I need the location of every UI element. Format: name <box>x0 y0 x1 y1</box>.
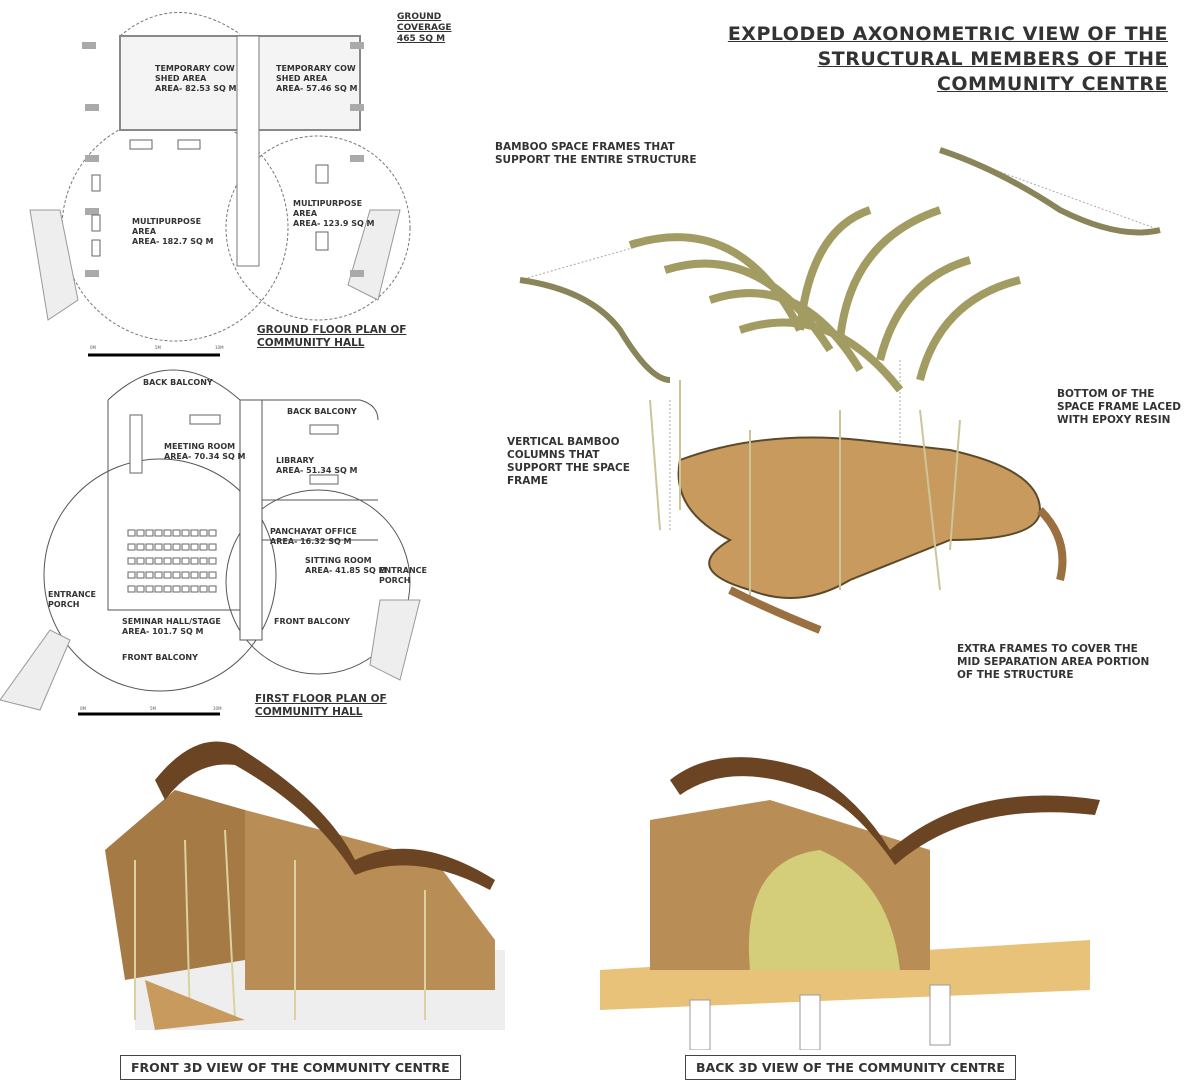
seat <box>154 557 163 565</box>
ground-plan-drawing <box>29 12 411 357</box>
seat <box>136 571 145 579</box>
scale-5: 5M <box>155 345 161 350</box>
back-view-caption: BACK 3D VIEW OF THE COMMUNITY CENTRE <box>685 1055 1016 1080</box>
seat <box>163 529 172 537</box>
seat <box>136 543 145 551</box>
scale-10: 10M <box>213 706 222 711</box>
seat <box>154 571 163 579</box>
seat <box>199 557 208 565</box>
label-back-balcony-2: BACK BALCONY <box>287 407 357 416</box>
seat <box>136 585 145 593</box>
scale-0: 0M <box>80 706 86 711</box>
scale-0: 0M <box>90 345 96 350</box>
seat <box>181 585 190 593</box>
seat <box>208 571 217 579</box>
seat <box>163 557 172 565</box>
seat <box>172 571 181 579</box>
seat <box>127 571 136 579</box>
label-front-balcony-2: FRONT BALCONY <box>274 617 350 626</box>
seat <box>172 585 181 593</box>
label-front-balcony-1: FRONT BALCONY <box>122 653 198 662</box>
seat <box>163 571 172 579</box>
first-plan-drawing <box>0 369 421 716</box>
seat <box>181 543 190 551</box>
seat <box>181 529 190 537</box>
seat <box>190 529 199 537</box>
seat <box>190 585 199 593</box>
seat <box>199 585 208 593</box>
seat <box>172 543 181 551</box>
seat <box>181 571 190 579</box>
back-3d-view <box>600 757 1100 1050</box>
seat <box>208 585 217 593</box>
seat <box>163 543 172 551</box>
seat <box>190 571 199 579</box>
seat <box>181 557 190 565</box>
seat <box>154 543 163 551</box>
seat <box>154 529 163 537</box>
seat <box>208 543 217 551</box>
seat <box>172 529 181 537</box>
seat <box>172 557 181 565</box>
seat <box>127 557 136 565</box>
seat <box>199 571 208 579</box>
seat <box>190 543 199 551</box>
seat <box>145 571 154 579</box>
scale-5: 5M <box>150 706 156 711</box>
seat <box>145 543 154 551</box>
seat <box>199 543 208 551</box>
seat <box>127 585 136 593</box>
front-view-caption: FRONT 3D VIEW OF THE COMMUNITY CENTRE <box>120 1055 461 1080</box>
seat <box>199 529 208 537</box>
label-back-balcony-1: BACK BALCONY <box>143 378 213 387</box>
seat <box>145 529 154 537</box>
seat <box>127 543 136 551</box>
seat <box>136 557 145 565</box>
seat <box>145 557 154 565</box>
seat <box>208 557 217 565</box>
seat <box>163 585 172 593</box>
axonometric-drawing <box>519 147 1161 634</box>
seat <box>145 585 154 593</box>
seat <box>127 529 136 537</box>
seat <box>154 585 163 593</box>
seat <box>208 529 217 537</box>
front-3d-view <box>105 741 505 1030</box>
seat <box>190 557 199 565</box>
scale-10: 10M <box>215 345 224 350</box>
seat <box>136 529 145 537</box>
